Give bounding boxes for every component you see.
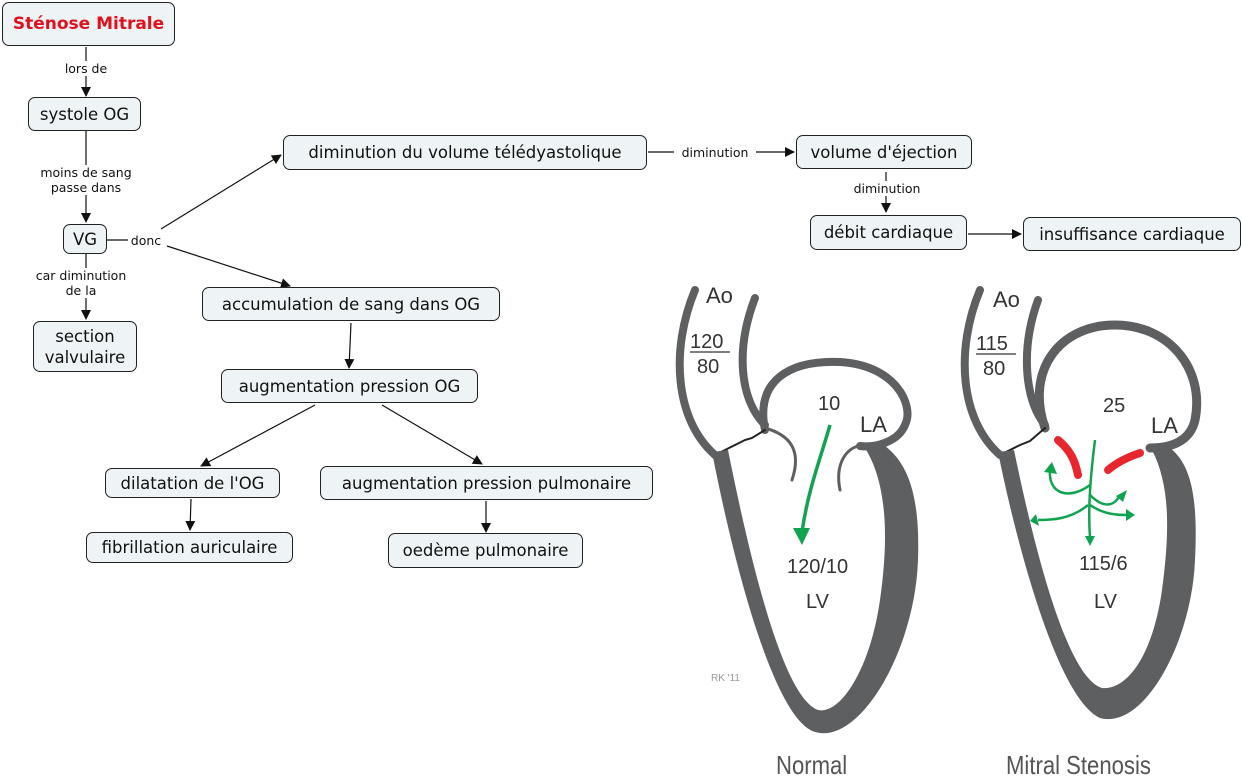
normal-aorta-right-wall bbox=[738, 294, 769, 429]
node-systole-og[interactable]: systole OG bbox=[28, 97, 141, 131]
link-car-diminution-line2: de la bbox=[65, 283, 97, 298]
stenosis-aorta-left-wall bbox=[960, 286, 1004, 459]
link-diminution-1: diminution bbox=[676, 145, 754, 160]
stenosis-lv-wall[interactable] bbox=[998, 448, 1196, 720]
node-insuffisance-cardiaque[interactable]: insuffisance cardiaque bbox=[1023, 217, 1241, 251]
normal-anterior-leaflet bbox=[763, 426, 798, 482]
node-augmentation-pression-pulmonaire[interactable]: augmentation pression pulmonaire bbox=[320, 466, 653, 500]
stenosis-flow-arrowheads bbox=[1030, 462, 1135, 546]
normal-lv-pressure: 120/10 bbox=[787, 556, 848, 578]
normal-lv-label: LV bbox=[806, 591, 830, 613]
link-diminution-2: diminution bbox=[847, 181, 927, 196]
node-fibrillation[interactable]: fibrillation auriculaire bbox=[86, 532, 293, 563]
normal-posterior-leaflet bbox=[837, 444, 860, 492]
node-accumulation[interactable]: accumulation de sang dans OG bbox=[202, 287, 500, 321]
link-donc: donc bbox=[128, 233, 164, 248]
normal-la-label: LA bbox=[860, 412, 887, 437]
link-car-diminution-line1: car diminution bbox=[35, 268, 127, 283]
stenosis-ao-diastolic: 80 bbox=[983, 358, 1005, 380]
link-moins-de-sang-line1: moins de sang bbox=[40, 165, 132, 180]
stenosis-la-pressure: 25 bbox=[1103, 395, 1125, 417]
node-debit-cardiaque[interactable]: débit cardiaque bbox=[810, 215, 967, 250]
stenosis-lv-label: LV bbox=[1094, 591, 1118, 613]
edge-accumulation-augmentation bbox=[344, 322, 355, 369]
link-lors-de: lors de bbox=[58, 61, 114, 76]
node-section-valvulaire-line2: valvulaire bbox=[44, 347, 126, 367]
stenosis-la-wall bbox=[1034, 320, 1202, 453]
edge-donc-accumulation bbox=[166, 245, 291, 288]
caption-normal: Normal bbox=[776, 750, 848, 780]
stenosis-anterior-leaflet bbox=[1054, 436, 1082, 479]
normal-ao-diastolic: 80 bbox=[697, 356, 719, 378]
normal-ao-label: Ao bbox=[706, 283, 733, 308]
stenosis-ao-systolic: 115 bbox=[976, 333, 1008, 355]
node-diminution-volume[interactable]: diminution du volume télédyastolique bbox=[283, 135, 647, 170]
node-oedeme[interactable]: oedème pulmonaire bbox=[388, 533, 583, 568]
normal-la-wall bbox=[759, 357, 912, 451]
link-car-diminution: car diminution de la bbox=[26, 268, 136, 298]
caption-mitral-stenosis: Mitral Stenosis bbox=[1006, 750, 1151, 780]
node-section-valvulaire-line1: section bbox=[55, 326, 115, 346]
node-augmentation-pression-og[interactable]: augmentation pression OG bbox=[221, 369, 478, 403]
stenosis-lv-pressure: 115/6 bbox=[1079, 553, 1128, 575]
normal-signature: RK '11 bbox=[711, 673, 740, 684]
normal-ao-systolic: 120 bbox=[690, 331, 723, 353]
node-stenose-mitrale[interactable]: Sténose Mitrale bbox=[2, 2, 175, 46]
normal-aorta-left-wall bbox=[675, 286, 719, 459]
stenosis-heart: Ao 115 80 25 LA 115/6 LV bbox=[960, 286, 1202, 720]
stenosis-ao-label: Ao bbox=[993, 287, 1020, 312]
edge-augmentation-pulmonaire bbox=[381, 404, 483, 465]
stenosis-la-label: LA bbox=[1151, 413, 1178, 438]
normal-flow-arrow bbox=[800, 424, 832, 533]
edge-donc-diminution bbox=[160, 154, 282, 230]
normal-lv-wall[interactable] bbox=[712, 446, 919, 734]
edge-dilatation-fibrillation bbox=[185, 498, 196, 531]
normal-septum-line bbox=[714, 429, 766, 456]
normal-flow-arrowhead bbox=[793, 528, 810, 545]
node-dilatation-og[interactable]: dilatation de l'OG bbox=[105, 468, 280, 498]
normal-la-pressure: 10 bbox=[818, 393, 840, 415]
heart-illustration: Ao 120 80 10 LA 120/10 LV RK '11 bbox=[675, 283, 1202, 734]
link-moins-de-sang: moins de sang passe dans bbox=[28, 165, 144, 195]
edge-augmentation-dilatation bbox=[200, 404, 316, 467]
stenosis-posterior-leaflet bbox=[1104, 449, 1144, 474]
stenosis-septum-line bbox=[999, 427, 1046, 456]
node-vg[interactable]: VG bbox=[63, 224, 107, 254]
stenosis-turbulent-flow bbox=[1037, 439, 1129, 539]
node-section-valvulaire[interactable]: section valvulaire bbox=[33, 321, 137, 372]
node-volume-ejection[interactable]: volume d'éjection bbox=[796, 135, 972, 169]
link-moins-de-sang-line2: passe dans bbox=[50, 180, 122, 195]
normal-heart: Ao 120 80 10 LA 120/10 LV RK '11 bbox=[675, 283, 919, 734]
